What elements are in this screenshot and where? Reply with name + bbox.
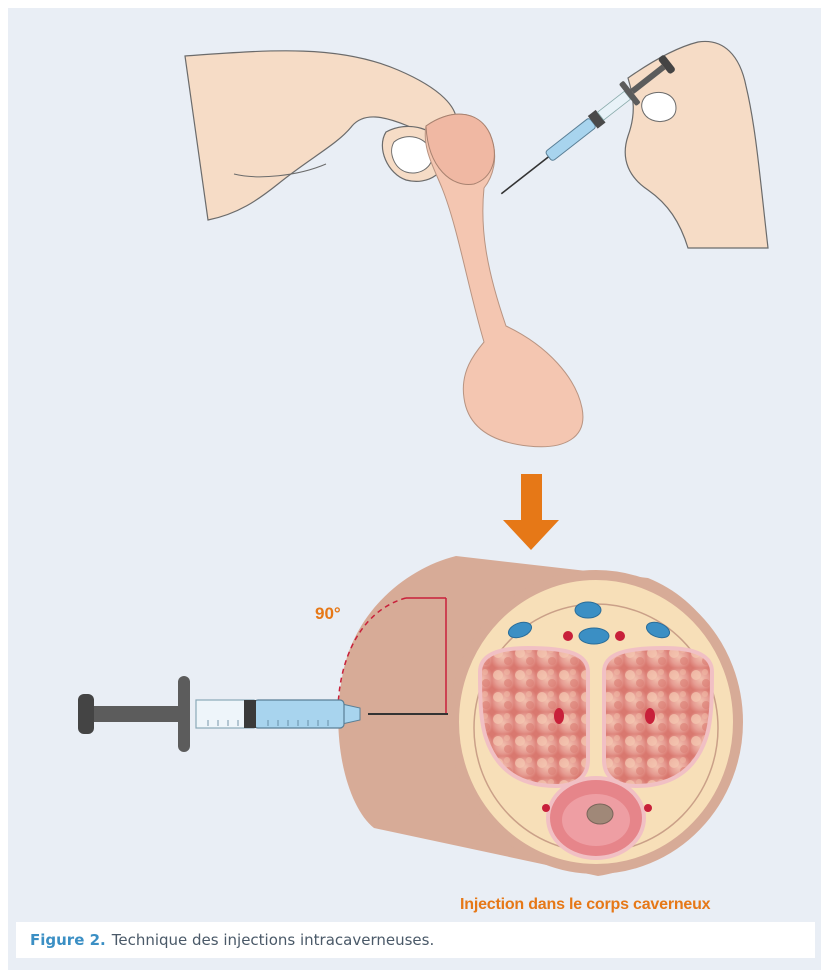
figure-caption-text: Technique des injections intracaverneuse… [112, 931, 435, 949]
cross-section-scene [338, 556, 738, 876]
cavernous-artery-right [645, 708, 655, 724]
dorsal-vein-center [579, 628, 609, 644]
down-arrow [503, 474, 559, 550]
figure-caption: Figure 2. Technique des injections intra… [16, 922, 815, 958]
urethra [587, 804, 613, 824]
upper-scene [185, 41, 768, 446]
illustration [8, 8, 821, 908]
right-thumbnail [642, 92, 676, 121]
dorsal-artery-right [615, 631, 625, 641]
dorsal-artery-left [563, 631, 573, 641]
dorsal-vein [575, 602, 601, 618]
figure-number: Figure 2. [30, 931, 106, 949]
right-hand [625, 41, 768, 248]
cavernous-artery-left [554, 708, 564, 724]
angle-label: 90° [315, 604, 341, 624]
figure-panel: 90° Injection dans le corps caverneux Fi… [8, 8, 821, 970]
injection-caption: Injection dans le corps caverneux [460, 896, 710, 914]
